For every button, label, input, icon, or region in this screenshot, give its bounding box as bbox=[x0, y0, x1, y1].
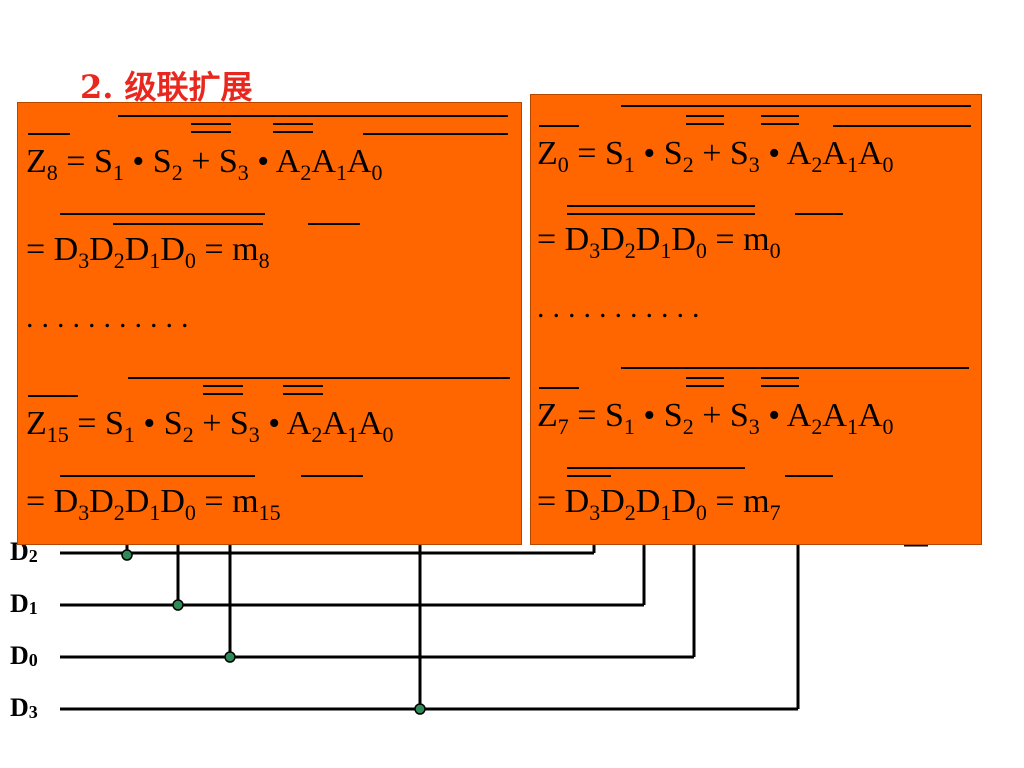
input-label-d1: D1 bbox=[10, 589, 38, 618]
equation-z0: Z0 = S1 • S2 + S3 • A2A1A0 bbox=[537, 135, 894, 177]
equation-m7: = D3D2D1D0 = m7 bbox=[537, 483, 781, 525]
equation-z8: Z8 = S1 • S2 + S3 • A2A1A0 bbox=[26, 143, 383, 185]
right-equation-panel: Z0 = S1 • S2 + S3 • A2A1A0 = D3D2D1D0 = … bbox=[530, 94, 982, 545]
junction-node bbox=[414, 703, 426, 715]
equation-z15: Z15 = S1 • S2 + S3 • A2A1A0 bbox=[26, 405, 394, 447]
ellipsis: ........... bbox=[26, 301, 197, 334]
equation-m8: = D3D2D1D0 = m8 bbox=[26, 231, 270, 273]
section-title: 2. 级联扩展 bbox=[80, 68, 253, 106]
equation-m15: = D3D2D1D0 = m15 bbox=[26, 483, 281, 525]
junction-node bbox=[224, 651, 236, 663]
equation-z7: Z7 = S1 • S2 + S3 • A2A1A0 bbox=[537, 397, 894, 439]
input-label-d0: D0 bbox=[10, 641, 38, 670]
input-label-d3: D3 bbox=[10, 693, 38, 722]
ellipsis: ........... bbox=[537, 291, 708, 324]
junction-node bbox=[172, 599, 184, 611]
junction-node bbox=[121, 549, 133, 561]
equation-m0: = D3D2D1D0 = m0 bbox=[537, 221, 781, 263]
left-equation-panel: Z8 = S1 • S2 + S3 • A2A1A0 = D3D2D1D0 = … bbox=[17, 102, 522, 545]
